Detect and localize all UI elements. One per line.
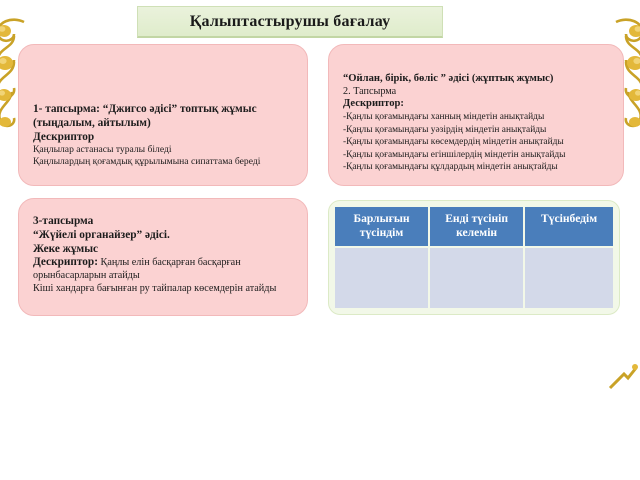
table-header: Барлығын түсіндім Енді түсініп келемін Т… [335, 207, 613, 246]
task1-descriptor-1: Қаңлылар астанасы туралы біледі [33, 144, 172, 156]
task3-descriptor-label: Дескриптор: [33, 256, 98, 269]
slide-title-banner: Қалыптастырушы бағалау [137, 6, 443, 38]
task3-card: 3-тапсырма “Жүйелі органайзер” әдісі. Же… [18, 198, 308, 316]
table-column-header-understanding-now: Енді түсініп келемін [430, 207, 524, 246]
task2-descriptor-item: -Қаңлы қоғамындағы көсемдердің міндетін … [343, 137, 564, 148]
task2-number: 2. Тапсырма [343, 85, 397, 97]
table-column-header-understood-all: Барлығын түсіндім [335, 207, 429, 246]
table-column-header-not-understood: Түсінбедім [525, 207, 613, 246]
table-row [335, 247, 613, 308]
task3-descriptor-text: Қаңлы елін басқарған басқарған орынбасар… [33, 257, 241, 282]
self-assessment-table-panel: Барлығын түсіндім Енді түсініп келемін Т… [328, 200, 620, 315]
task2-card: “Ойлан, бірік, бөліс ” әдісі (жұптық жұм… [328, 44, 624, 186]
self-assessment-table: Барлығын түсіндім Енді түсініп келемін Т… [333, 205, 615, 310]
page-title: Қалыптастырушы бағалау [189, 12, 391, 30]
task1-descriptor-label: Дескриптор [33, 130, 95, 143]
task2-descriptor-item: -Қаңлы қоғамындағы ханның міндетін анықт… [343, 112, 545, 123]
task3-number: 3-тапсырма [33, 215, 94, 227]
task3-method: “Жүйелі органайзер” әдісі. [33, 228, 170, 241]
table-header-row: Барлығын түсіндім Енді түсініп келемін Т… [335, 207, 613, 246]
table-body [335, 247, 613, 308]
task2-descriptor-item: -Қаңлы қоғамындағы уәзірдің міндетін аны… [343, 124, 547, 135]
task3-extra-text: Кіші хандарға бағынған ру тайпалар көсем… [33, 282, 277, 294]
task1-descriptor-2: Қаңлылардың қоғамдық құрылымына сипаттам… [33, 156, 261, 168]
task3-descriptor-line: Дескриптор: Қаңлы елін басқарған басқарғ… [33, 256, 299, 282]
table-cell-not-understood[interactable] [525, 247, 613, 308]
task2-heading: “Ойлан, бірік, бөліс ” әдісі (жұптық жұм… [343, 73, 554, 84]
task2-descriptor-list: -Қаңлы қоғамындағы ханның міндетін анықт… [343, 111, 615, 174]
task1-heading-line2: (тыңдалым, айтылым) [33, 116, 151, 129]
task1-heading-line1: 1- тапсырма: “Джигсо әдісі” топтық жұмыс [33, 103, 257, 115]
table-cell-understood-all[interactable] [335, 247, 429, 308]
task2-descriptor-label: Дескриптор: [343, 98, 404, 110]
gold-corner-mark-icon [608, 364, 638, 390]
task2-descriptor-item: -Қаңлы қоғамындағы құлдардың міндетін ан… [343, 162, 558, 173]
task3-work-type: Жеке жұмыс [33, 242, 99, 255]
table-cell-understanding-now[interactable] [430, 247, 524, 308]
task1-card: 1- тапсырма: “Джигсо әдісі” топтық жұмыс… [18, 44, 308, 186]
task2-descriptor-item: -Қаңлы қоғамындағы егіншілердің міндетін… [343, 149, 566, 160]
